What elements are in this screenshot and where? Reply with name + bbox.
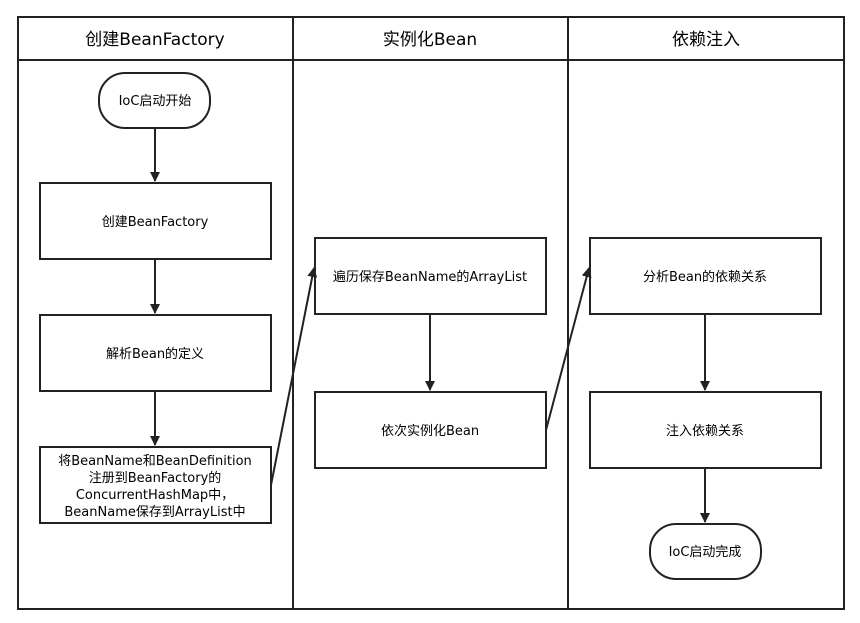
lane-title-instantiate: 实例化Bean (383, 30, 477, 50)
node-register: 将BeanName和BeanDefinition 注册到BeanFactory的… (39, 446, 272, 524)
node-inject-deps: 注入依赖关系 (589, 391, 822, 469)
create-factory-box (39, 182, 272, 260)
register-box (39, 446, 272, 524)
analyze-deps-label: 分析Bean的依赖关系 (643, 269, 767, 285)
parse-definition-label: 解析Bean的定义 (106, 346, 204, 362)
instantiate-label: 依次实例化Bean (381, 423, 479, 439)
node-create-factory: 创建BeanFactory (39, 182, 272, 260)
register-label-line-3: ConcurrentHashMap中， (76, 488, 234, 503)
node-end: IoC启动完成 (649, 523, 762, 580)
analyze-deps-box (589, 237, 822, 315)
arrow-instantiate-to-analyze (545, 267, 592, 431)
iterate-list-label: 遍历保存BeanName的ArrayList (333, 269, 527, 285)
node-start: IoC启动开始 (98, 72, 211, 129)
register-label-line-4: BeanName保存到ArrayList中 (64, 505, 245, 520)
parse-definition-box (39, 314, 272, 392)
inject-deps-box (589, 391, 822, 469)
end-label: IoC启动完成 (669, 545, 742, 560)
node-analyze-deps: 分析Bean的依赖关系 (589, 237, 822, 315)
node-parse-definition: 解析Bean的定义 (39, 314, 272, 392)
start-label: IoC启动开始 (119, 94, 192, 109)
arrow-register-to-iterate (270, 267, 318, 486)
register-label-line-2: 注册到BeanFactory的 (89, 470, 222, 486)
create-factory-label: 创建BeanFactory (102, 215, 209, 230)
lane-title-inject: 依赖注入 (672, 30, 740, 50)
node-iterate-list: 遍历保存BeanName的ArrayList (314, 237, 547, 315)
lane-title-create-factory: 创建BeanFactory (85, 30, 224, 50)
node-instantiate-in-order: 依次实例化Bean (314, 391, 547, 469)
instantiate-box (314, 391, 547, 469)
register-label-line-1: 将BeanName和BeanDefinition (58, 454, 252, 469)
end-terminator-shape (649, 523, 762, 580)
inject-deps-label: 注入依赖关系 (666, 424, 744, 439)
iterate-list-box (314, 237, 547, 315)
